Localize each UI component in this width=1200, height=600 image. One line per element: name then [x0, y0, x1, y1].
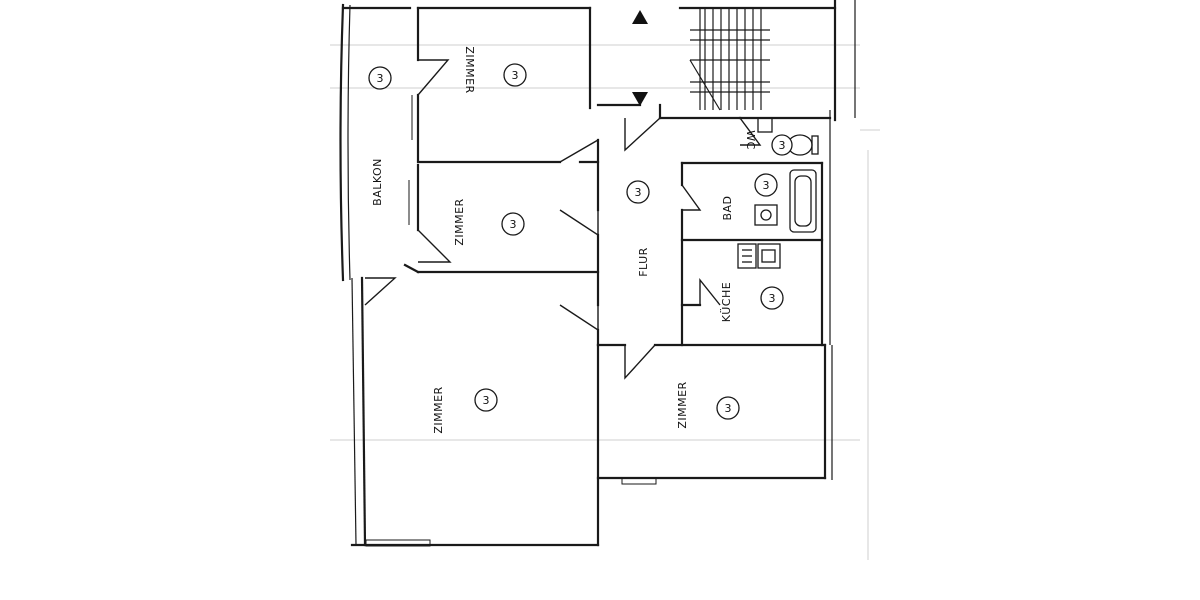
stair-arrows: [632, 10, 648, 106]
stove-icon: [737, 243, 757, 269]
svg-text:3: 3: [779, 139, 786, 152]
room-markers: 3 3 3 3 3 3 3 3: [368, 63, 793, 420]
marker-bad: 3: [754, 173, 778, 197]
svg-text:3: 3: [377, 72, 384, 85]
walls: [339, 0, 856, 547]
arrow-up-icon: [632, 10, 648, 24]
svg-text:3: 3: [769, 292, 776, 305]
room-label-bad: BAD: [721, 195, 734, 220]
room-label-zimmer-mid: ZIMMER: [453, 198, 466, 245]
room-label-zimmer-top: ZIMMER: [463, 46, 476, 93]
doors: [364, 59, 762, 380]
marker-zimmer-mid: 3: [501, 212, 525, 236]
room-label-flur: FLUR: [637, 247, 650, 277]
marker-kueche: 3: [760, 286, 784, 310]
room-labels: BALKON ZIMMER ZIMMER ZIMMER ZIMMER FLUR …: [371, 46, 757, 433]
marker-zimmer-top: 3: [503, 63, 527, 87]
room-label-balkon: BALKON: [371, 158, 384, 206]
arrow-down-icon: [632, 92, 648, 106]
marker-zimmer-top-left: 3: [368, 66, 392, 90]
room-label-zimmer-large: ZIMMER: [432, 386, 445, 433]
room-label-zimmer-lower-right: ZIMMER: [676, 381, 689, 428]
marker-zimmer-lower-right: 3: [716, 396, 740, 420]
room-label-kueche: KÜCHE: [720, 282, 733, 322]
marker-wc: 3: [771, 134, 793, 156]
kitchen-sink-icon: [757, 243, 781, 269]
staircase: [689, 8, 770, 111]
svg-text:3: 3: [725, 402, 732, 415]
svg-text:3: 3: [510, 218, 517, 231]
room-label-wc: WC: [744, 130, 757, 150]
marker-zimmer-large: 3: [474, 388, 498, 412]
bathtub-icon: [789, 169, 817, 233]
marker-flur: 3: [626, 180, 650, 204]
svg-text:3: 3: [512, 69, 519, 82]
svg-text:3: 3: [635, 186, 642, 199]
svg-text:3: 3: [483, 394, 490, 407]
svg-text:3: 3: [763, 179, 770, 192]
sink-icon: [754, 204, 778, 226]
fixtures: [737, 117, 819, 269]
